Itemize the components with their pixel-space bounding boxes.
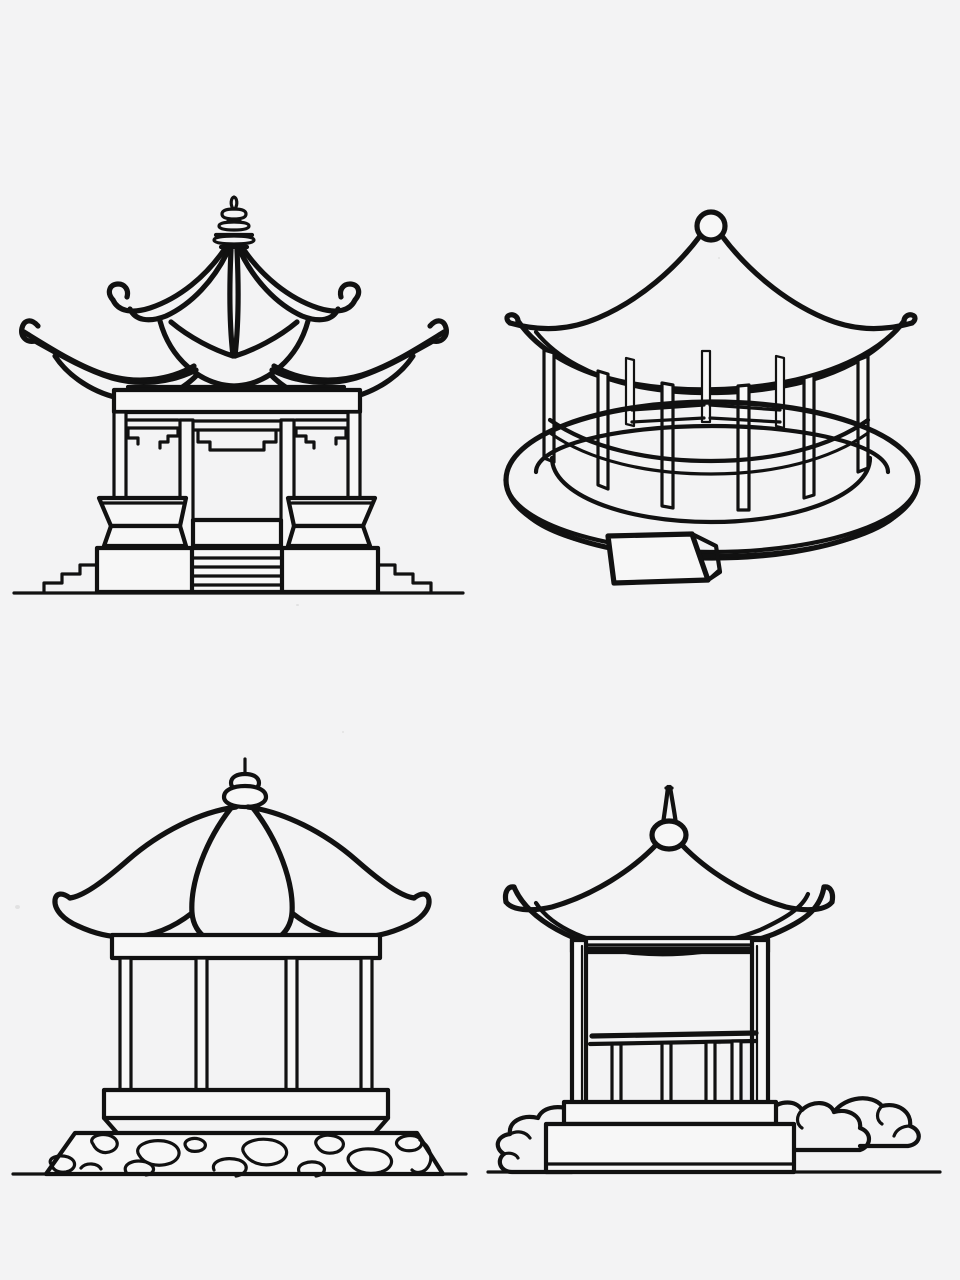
- column-right: [802, 373, 816, 500]
- figure-spire-pavilion-with-shrubs: [480, 760, 950, 1180]
- entry-slab: [605, 531, 711, 586]
- roof-lobed-dome: [52, 804, 432, 951]
- baluster-1: [610, 1042, 623, 1106]
- column-rear-left: [624, 356, 636, 428]
- entry-step: [605, 531, 723, 586]
- baluster-3: [704, 1040, 717, 1106]
- finial-spire-ring: [649, 784, 689, 852]
- finial-sphere: [694, 209, 728, 243]
- plinth-center-cap: [190, 517, 284, 549]
- shrub-left: [495, 1105, 575, 1175]
- base-drum: [503, 399, 921, 561]
- paper-speck: [342, 731, 344, 733]
- finial-knob-spike: [221, 757, 269, 810]
- column-rear-right: [774, 354, 786, 430]
- baluster-4: [730, 1039, 743, 1106]
- plinth: [101, 517, 373, 549]
- column-far-right: [856, 354, 870, 474]
- column-group: [118, 956, 374, 1107]
- paper-speck: [718, 257, 720, 259]
- column-rear-center: [700, 349, 712, 424]
- architrave-board: [109, 932, 383, 961]
- finial-ball: [694, 209, 728, 243]
- figure-circular-pavilion-three-quarter-view: [480, 190, 950, 610]
- paper-speck: [15, 905, 20, 909]
- shrub-right: [767, 1096, 921, 1153]
- railing-ring: [547, 403, 871, 476]
- paper-speck: [296, 604, 299, 606]
- balustrade: [587, 1030, 759, 1106]
- architrave-band: [111, 387, 363, 415]
- platform-slab: [101, 1087, 391, 1137]
- column-right-center: [736, 383, 751, 512]
- roof-upper-eave-tips: [106, 281, 362, 303]
- column-outer-right: [359, 956, 374, 1107]
- column-inner-right: [284, 956, 299, 1107]
- terrace-base: [12, 545, 465, 595]
- column-inner-left: [194, 956, 209, 1107]
- figure-square-double-eave-pavilion: [0, 180, 480, 610]
- column-left: [596, 369, 610, 491]
- column-outer-left: [118, 956, 133, 1107]
- finial-bead: [649, 818, 689, 852]
- column-far-left: [542, 348, 556, 464]
- lintel-brackets: [126, 418, 348, 452]
- deck-surface: [549, 455, 873, 525]
- plinth-right-cap: [285, 523, 373, 549]
- column-left-center: [660, 381, 675, 510]
- finial-tiered-spire: [212, 195, 256, 246]
- roof-upper-ridges: [110, 244, 358, 359]
- plinth-left-cap: [101, 523, 189, 549]
- figure-dome-roof-pavilion: [0, 750, 480, 1180]
- column-right: [749, 937, 771, 1109]
- cobble-terrace: [43, 1130, 446, 1178]
- baluster-2: [660, 1041, 673, 1106]
- plinth: [543, 1099, 797, 1175]
- plinth-cap: [561, 1099, 779, 1127]
- column-left: [569, 937, 589, 1109]
